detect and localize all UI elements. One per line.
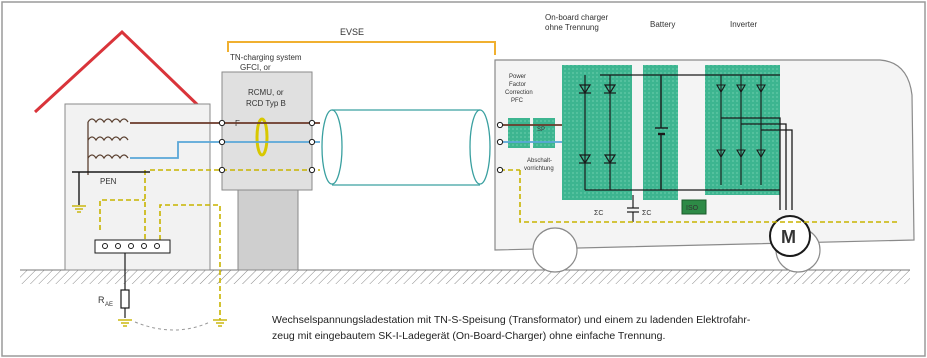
gfci-label: GFCI, or: [240, 63, 271, 72]
sp-box-label: SP: [537, 127, 545, 133]
motor-label: M: [781, 227, 796, 247]
rcmu-label: RCMU, or: [248, 88, 284, 97]
neutral-conductor: [130, 141, 562, 159]
front-wheel: [532, 227, 578, 273]
busbar-terminals: [102, 243, 160, 249]
battery-symbol: [655, 75, 668, 190]
pfc-label-1: Power: [509, 74, 526, 80]
earth-symbol-rae: [118, 319, 132, 327]
iso-monitor-label: ISO: [686, 205, 699, 212]
abschalt-label-1: Abschalt-: [527, 158, 552, 164]
caption-line-1: Wechselspannungsladestation mit TN-S-Spe…: [272, 314, 751, 326]
rcd-label: RCD Typ B: [246, 99, 286, 108]
earth-symbol-house: [72, 205, 86, 213]
transformer-coils: [87, 118, 129, 175]
onboard-charger-block: [562, 65, 632, 200]
onboard-charger-label-1: On-board charger: [545, 13, 608, 22]
evse-terminals: [218, 119, 504, 174]
rae-resistor: [120, 289, 130, 309]
pfc-label-3: Correction: [505, 90, 533, 96]
cy-label-1: ΣC: [594, 210, 603, 217]
rcd-sensor-ring: [255, 117, 269, 157]
cy-label-2: ΣC: [642, 210, 651, 217]
tn-charging-label: TN-charging system: [230, 53, 302, 62]
pfc-label-4: PFC: [511, 98, 524, 104]
caption-line-2: zeug mit eingebautem SK-I-Ladegerät (On-…: [272, 330, 665, 342]
y-capacitors: [627, 195, 639, 222]
evse-bracket: [227, 41, 496, 55]
ground-hatch: [20, 270, 910, 284]
iso-monitor: [681, 199, 707, 215]
pfc-block: [508, 118, 530, 148]
motor-icon: [769, 215, 811, 257]
rae-subscript: AE: [105, 302, 113, 308]
motor-feed-lines: [721, 117, 793, 210]
pen-label: PEN: [100, 177, 117, 186]
house-roof: [33, 29, 207, 114]
earth-return-path: [134, 321, 211, 331]
evse-label: EVSE: [340, 27, 364, 37]
earth-symbol-evse: [213, 319, 227, 327]
abschalt-label-2: vorrichtung: [524, 166, 554, 172]
inverter-label: Inverter: [730, 20, 757, 29]
onboard-charger-label-2: ohne Trennung: [545, 23, 599, 32]
rectifier-diodes: [578, 75, 617, 190]
battery-label: Battery: [650, 20, 675, 29]
rae-label: R: [98, 295, 105, 305]
sp-block: [533, 118, 555, 148]
charging-cable: [321, 109, 491, 186]
pfc-label-2: Factor: [509, 82, 526, 88]
evse-pedestal: [237, 189, 299, 271]
